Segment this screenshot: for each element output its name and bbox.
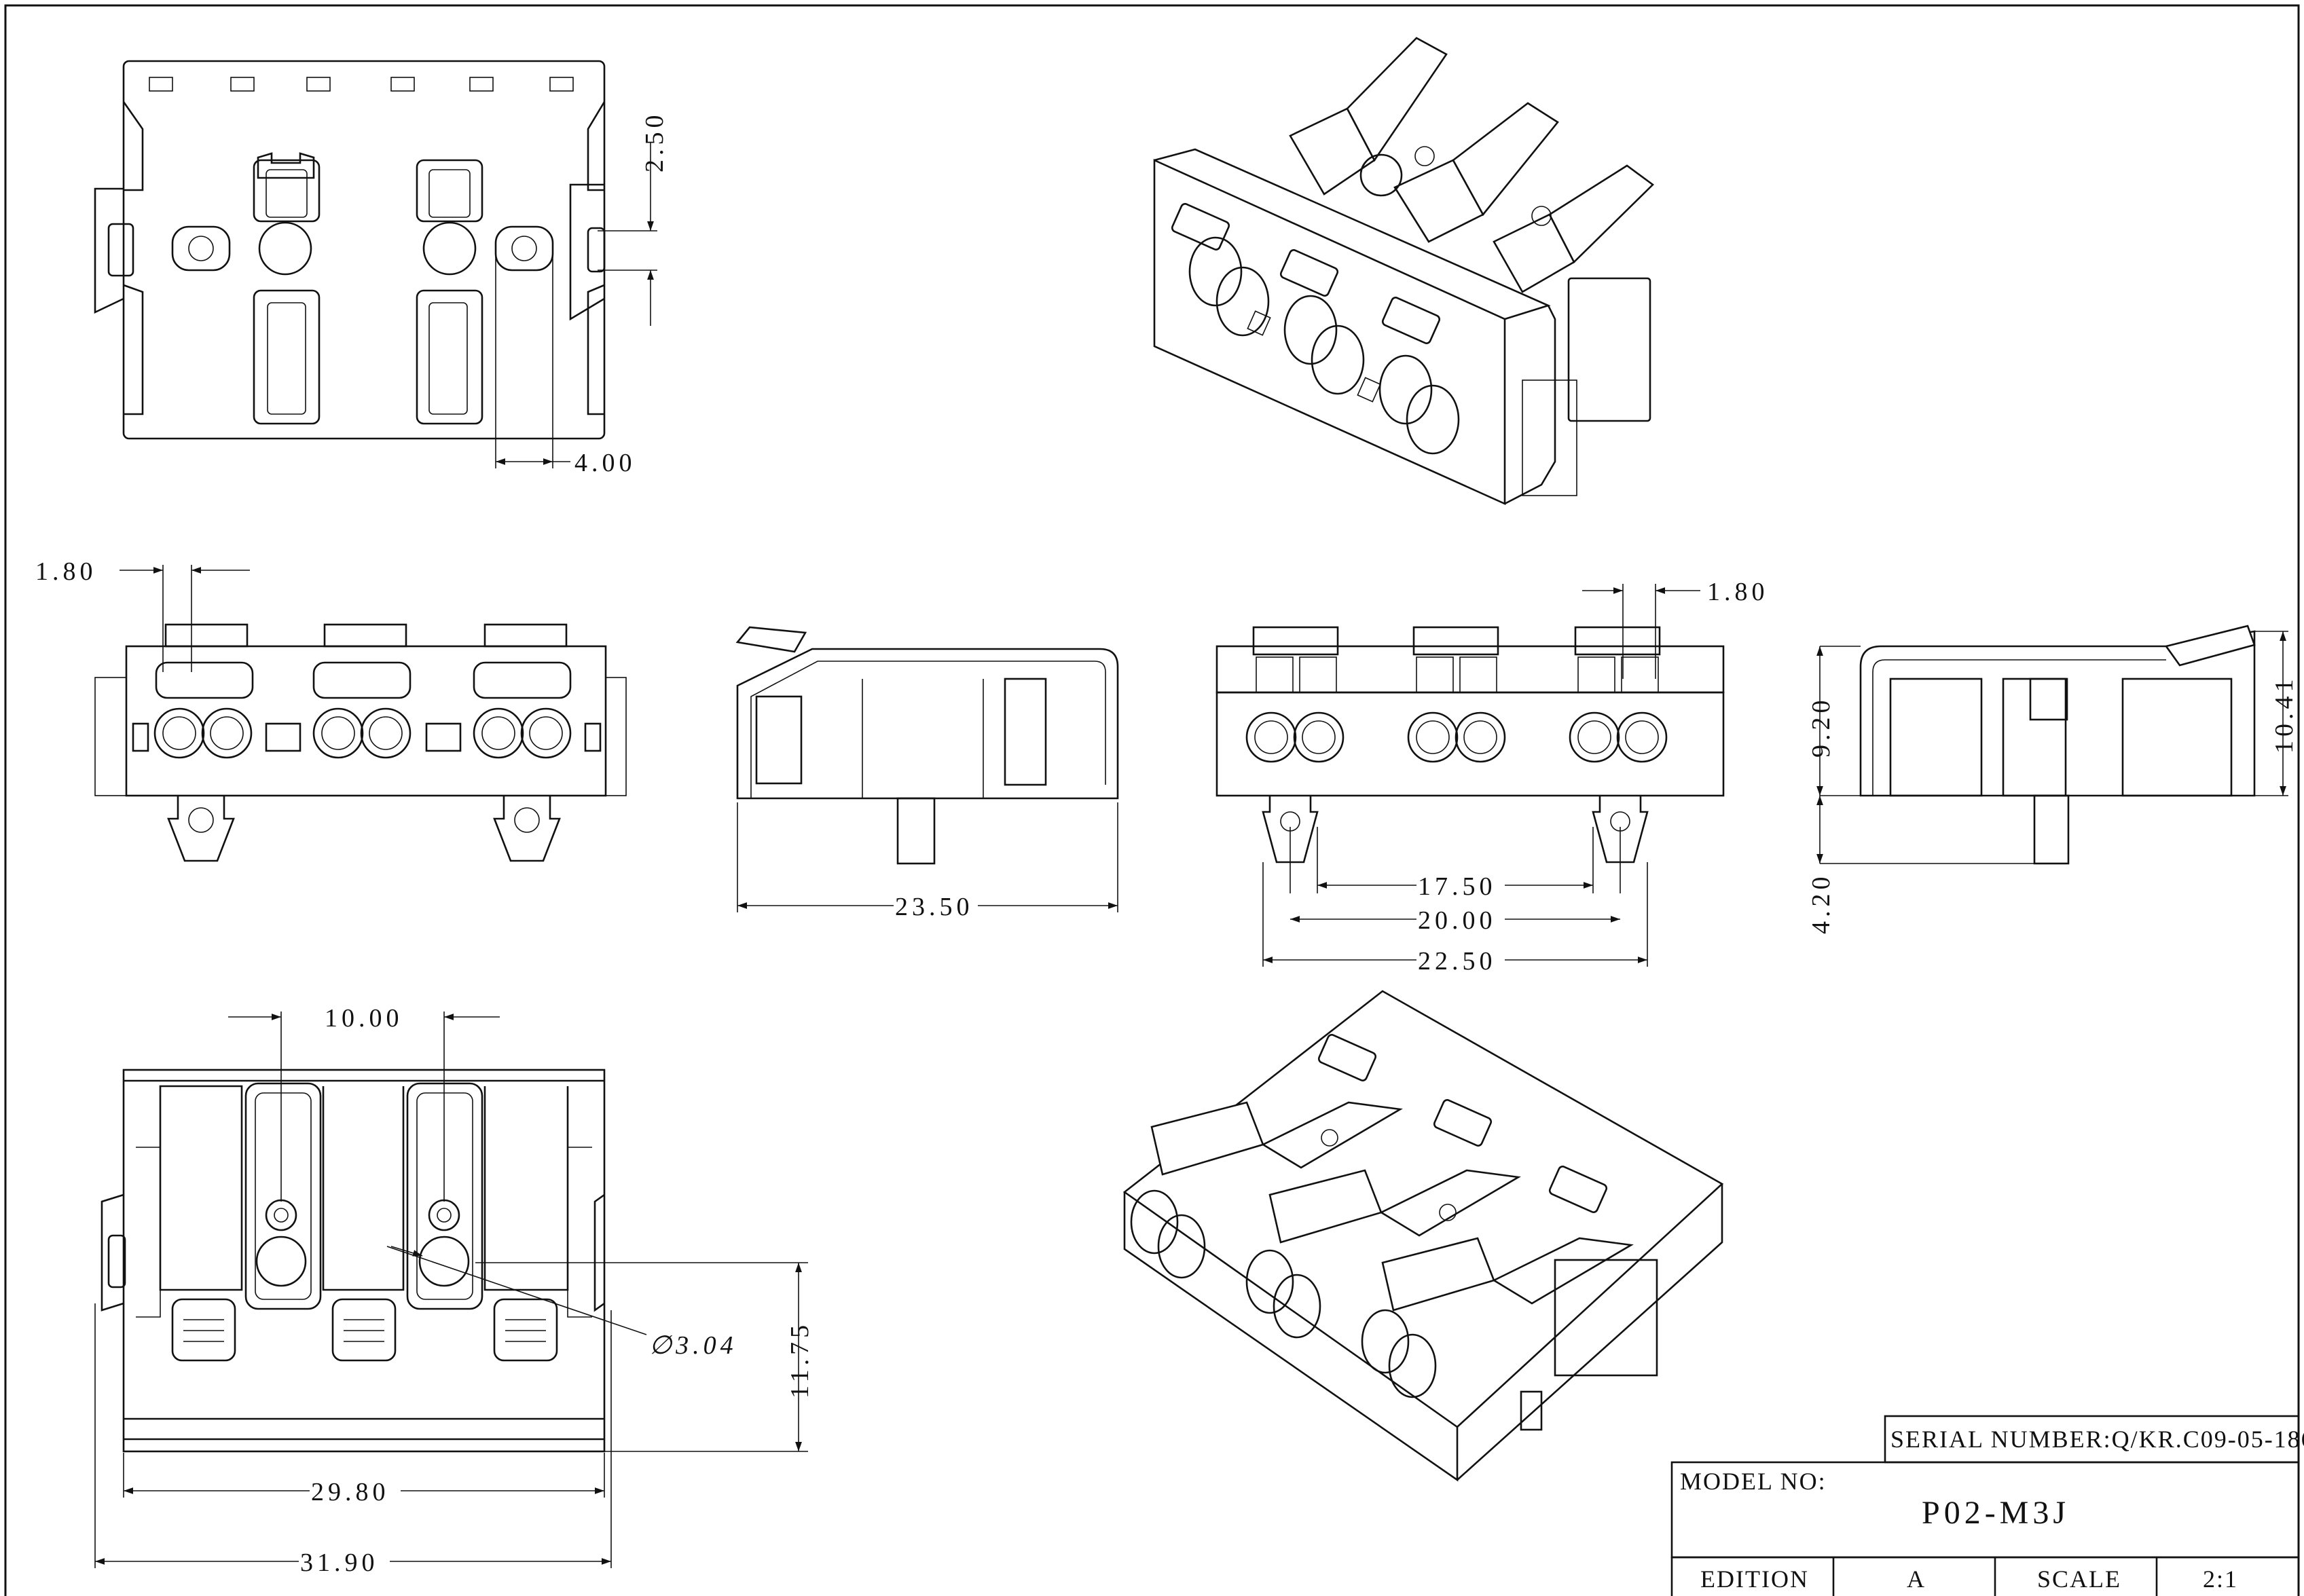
edition-label: EDITION [1700, 1565, 1809, 1593]
front-view: 1.80 [35, 557, 627, 862]
serial-number: SERIAL NUMBER:Q/KR.C09-05-186 [1890, 1426, 2304, 1453]
dim-bottom-29-80: 29.80 [311, 1478, 390, 1506]
side-view: 23.50 [735, 626, 1119, 921]
dim-right-10-41: 10.41 [2270, 675, 2299, 754]
isometric-view-top [1153, 37, 1654, 506]
rear-view: 1.80 17.50 20.00 22.50 [1215, 578, 1769, 976]
edition-value: A [1907, 1565, 1926, 1593]
title-block: SERIAL NUMBER:Q/KR.C09-05-186 MODEL NO: … [1670, 1415, 2304, 1596]
dim-side-23-50: 23.50 [895, 893, 974, 921]
top-view: 2.50 4.00 [94, 60, 669, 477]
scale-label: SCALE [2037, 1565, 2121, 1593]
isometric-view-bottom [1122, 990, 1724, 1482]
model-value: P02-M3J [1922, 1495, 2070, 1531]
dim-top-2-50: 2.50 [640, 111, 669, 173]
dim-bottom-dia-3-04: ∅3.04 [649, 1331, 737, 1360]
dim-bottom-10-00: 10.00 [325, 1004, 403, 1033]
dim-right-9-20: 9.20 [1807, 697, 1835, 758]
dim-bottom-11-75: 11.75 [786, 1321, 814, 1398]
dim-top-4-00: 4.00 [574, 449, 636, 477]
right-side-view: 9.20 4.20 10.41 [1807, 625, 2299, 935]
sheet-border [4, 4, 2300, 1596]
dim-rear-17-50: 17.50 [1418, 872, 1497, 901]
dim-front-1-80: 1.80 [35, 557, 97, 586]
bottom-view: 10.00 ∅3.04 11.75 29.80 31.90 [94, 1004, 814, 1577]
dim-rear-20-00: 20.00 [1418, 906, 1497, 935]
model-label: MODEL NO: [1680, 1468, 1827, 1495]
scale-value: 2:1 [2203, 1565, 2238, 1593]
dim-rear-1-80: 1.80 [1707, 578, 1769, 606]
dim-right-4-20: 4.20 [1807, 873, 1835, 935]
dim-rear-22-50: 22.50 [1418, 947, 1497, 976]
dim-bottom-31-90: 31.90 [300, 1548, 379, 1577]
